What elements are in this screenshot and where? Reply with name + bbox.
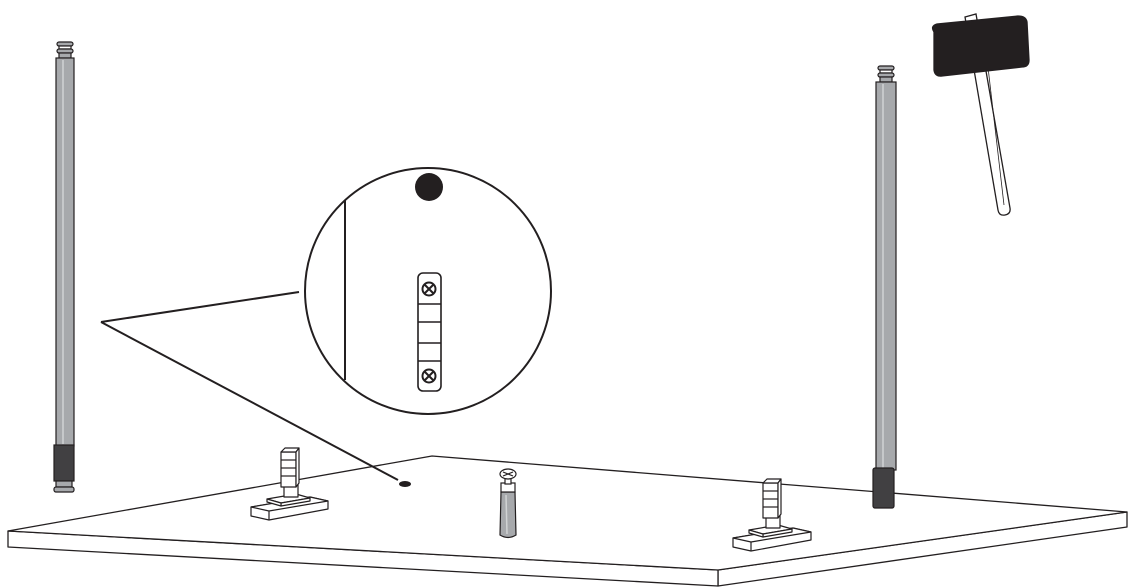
leg-rod-right <box>872 65 897 509</box>
magnifier-detail <box>304 167 552 415</box>
pilot-hole <box>399 481 411 487</box>
cam-bolt <box>499 468 517 539</box>
detail-screw-bottom-icon <box>421 368 437 384</box>
detail-screw-top-icon <box>421 281 437 297</box>
table-top <box>7 455 1128 587</box>
connector-bracket-left <box>250 447 329 521</box>
leader-lines <box>100 291 399 481</box>
mallet-head <box>931 15 1030 77</box>
detail-hole <box>415 173 443 201</box>
mallet <box>931 13 1030 216</box>
connector-bracket-right <box>732 478 812 552</box>
leg-rod-left <box>53 41 75 493</box>
detail-bracket <box>417 272 442 392</box>
